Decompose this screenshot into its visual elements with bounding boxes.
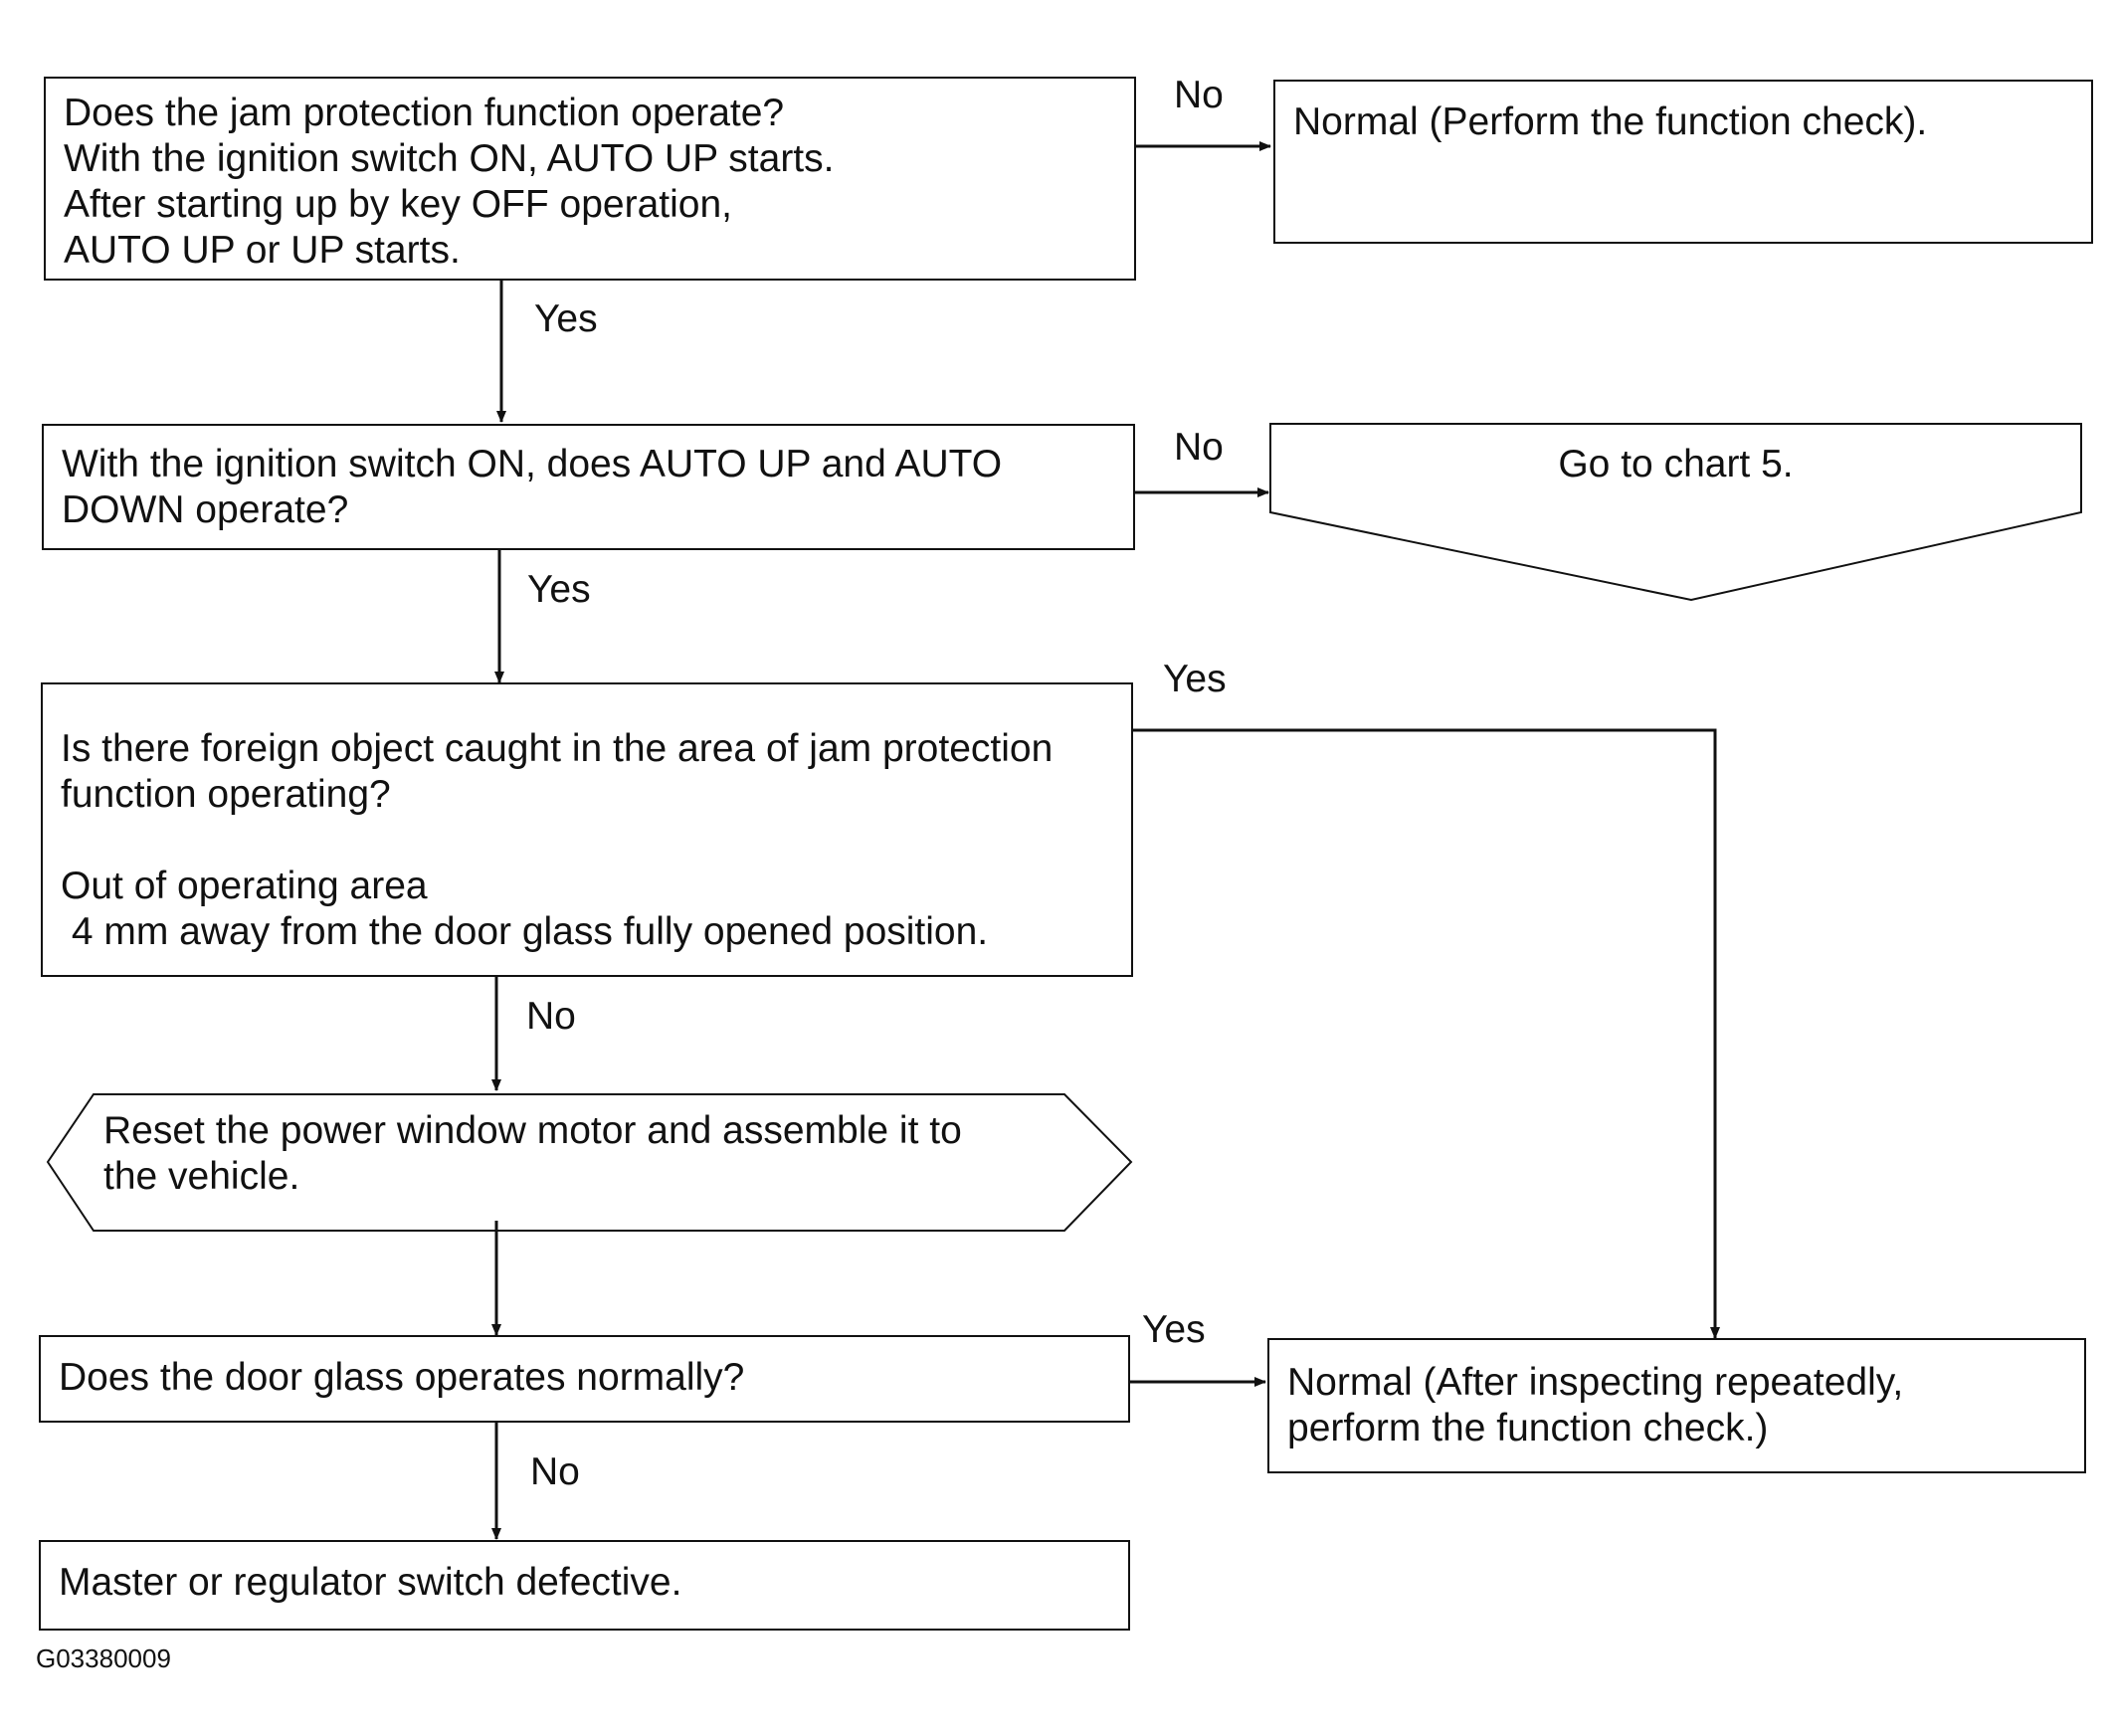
q1-line-3: After starting up by key OFF operation, [64, 183, 732, 226]
q3-line-1: Is there foreign object caught in the ar… [61, 727, 1054, 770]
edge-label-q1-yes: Yes [534, 297, 598, 340]
normal1-text: Normal (Perform the function check). [1293, 100, 1928, 143]
decision-door-glass-normal: Does the door glass operates normally? [39, 1335, 1130, 1423]
q4-text: Does the door glass operates normally? [59, 1356, 745, 1399]
q1-line-4: AUTO UP or UP starts. [64, 229, 461, 272]
decision-foreign-object: Is there foreign object caught in the ar… [41, 682, 1133, 977]
reset-motor-text: Reset the power window motor and assembl… [103, 1108, 962, 1200]
q2-line-2: DOWN operate? [62, 488, 349, 531]
figure-code: G03380009 [36, 1643, 171, 1673]
normal2-line-1: Normal (After inspecting repeatedly, [1287, 1361, 1904, 1404]
q3-line-2: function operating? [61, 773, 391, 816]
edge-label-q1-no: No [1174, 74, 1224, 116]
result-normal-function-check: Normal (Perform the function check). [1273, 80, 2093, 244]
q3-note-1: Out of operating area [61, 865, 428, 907]
q3-note-2: 4 mm away from the door glass fully open… [61, 910, 989, 953]
edge-label-q2-no: No [1174, 426, 1224, 469]
reset-line-1: Reset the power window motor and assembl… [103, 1109, 962, 1152]
defect-text: Master or regulator switch defective. [59, 1561, 682, 1604]
q3-spacer [61, 818, 1113, 864]
normal2-line-2: perform the function check.) [1287, 1407, 1769, 1449]
edge-label-q3-yes: Yes [1163, 658, 1227, 700]
decision-auto-up-down: With the ignition switch ON, does AUTO U… [42, 424, 1135, 550]
edge-label-q3-no: No [526, 995, 576, 1038]
result-switch-defective: Master or regulator switch defective. [39, 1540, 1130, 1631]
edge-label-q4-yes: Yes [1142, 1308, 1206, 1351]
decision-jam-protection: Does the jam protection function operate… [44, 77, 1136, 281]
q2-line-1: With the ignition switch ON, does AUTO U… [62, 443, 1003, 485]
result-normal-inspect-repeatedly: Normal (After inspecting repeatedly, per… [1267, 1338, 2086, 1473]
edge-label-q4-no: No [530, 1450, 580, 1493]
edge-label-q2-yes: Yes [527, 568, 591, 611]
q1-line-2: With the ignition switch ON, AUTO UP sta… [64, 137, 835, 180]
preparation-shape [46, 1093, 1133, 1232]
offpage-connector-shape [1269, 423, 2082, 602]
q1-line-1: Does the jam protection function operate… [64, 92, 785, 134]
goto-chart5-text: Go to chart 5. [1558, 443, 1794, 485]
reset-line-2: the vehicle. [103, 1155, 300, 1198]
arrow-q3-yes [1133, 728, 1720, 1339]
